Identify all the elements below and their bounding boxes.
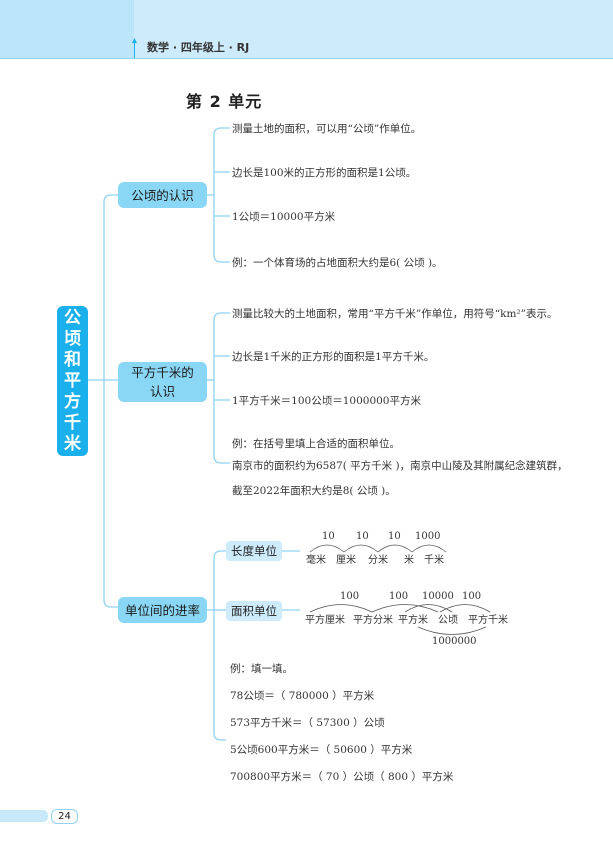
rate-label: 10 [388,531,401,542]
example-item: 78公顷＝（ 780000 ）平方米 [230,690,375,702]
header-left-panel [0,0,134,58]
running-head: 数学 · 四年级上 · RJ [147,41,250,54]
hectare-item: 例：一个体育场的占地面积大约是6( 公顷 )。 [232,257,443,269]
unit-label: 厘米 [336,555,356,566]
rate-label: 100 [389,591,409,602]
area-units-box: 面积单位 [226,601,282,621]
unit-label: 分米 [368,555,388,566]
hectare-item: 测量土地的面积，可以用“公顷”作单位。 [232,123,422,135]
root-char: 和 [64,349,81,370]
root-char: 米 [64,433,81,454]
rate-label: 10 [356,531,369,542]
footer-bar [0,810,48,822]
square-km-item: 边长是1千米的正方形的面积是1平方千米。 [232,351,435,363]
rate-label: 10 [322,531,335,542]
square-km-item: 测量比较大的土地面积，常用“平方千米”作单位，用符号“km²”表示。 [232,308,558,320]
length-units-box: 长度单位 [226,541,282,561]
root-char: 公 [64,307,81,328]
unit-label: 米 [404,555,414,566]
square-km-item: 南京市的面积约为6587( 平方千米 )，南京中山陵及其附属纪念建筑群， [232,460,568,472]
rate-label: 1000000 [432,636,477,647]
length-units-label: 长度单位 [231,544,277,558]
unit-label: 平方千米 [468,615,508,626]
example-item: 例：填一填。 [230,663,293,675]
branch-label: 认识 [149,384,175,399]
root-char: 顷 [64,328,81,349]
root-char: 方 [64,391,81,412]
unit-label: 平方分米 [353,615,393,626]
rate-label: 10000 [422,591,454,602]
root-char: 平 [64,370,81,391]
unit-title: 第 2 单元 [186,92,263,111]
unit-label: 毫米 [306,555,326,566]
square-km-item: 截至2022年面积大约是8( 公顷 )。 [232,485,396,497]
branch-conversion-rates: 单位间的进率 [118,597,207,623]
unit-label: 千米 [424,555,444,566]
area-units-label: 面积单位 [231,604,277,618]
rate-label: 100 [340,591,360,602]
square-km-item: 1平方千米＝100公顷＝1000000平方米 [232,395,421,407]
hectare-item: 边长是100米的正方形的面积是1公顷。 [232,167,417,179]
rate-label: 1000 [415,531,441,542]
unit-label: 平方厘米 [305,615,345,626]
branch-square-km: 平方千米的 认识 [118,362,207,402]
unit-label: 公顷 [438,615,458,626]
page-number: 24 [51,809,78,824]
root-char: 千 [64,412,81,433]
example-item: 5公顷600平方米＝（ 50600 ）平方米 [230,744,413,756]
rate-label: 100 [462,591,482,602]
example-item: 573平方千米＝（ 57300 ）公顷 [230,717,385,729]
unit-label: 平方米 [398,615,428,626]
branch-hectare: 公顷的认识 [118,182,207,208]
branch-label: 单位间的进率 [124,602,200,618]
arrow-up-icon [132,38,137,58]
branch-label: 公顷的认识 [131,187,194,203]
example-item: 700800平方米＝（ 70 ）公顷（ 800 ）平方米 [230,771,454,783]
hectare-item: 1公顷＝10000平方米 [232,211,336,223]
root-topic: 公 顷 和 平 方 千 米 [57,306,88,456]
branch-label: 平方千米的 [131,365,194,380]
square-km-item: 例：在括号里填上合适的面积单位。 [232,438,400,450]
